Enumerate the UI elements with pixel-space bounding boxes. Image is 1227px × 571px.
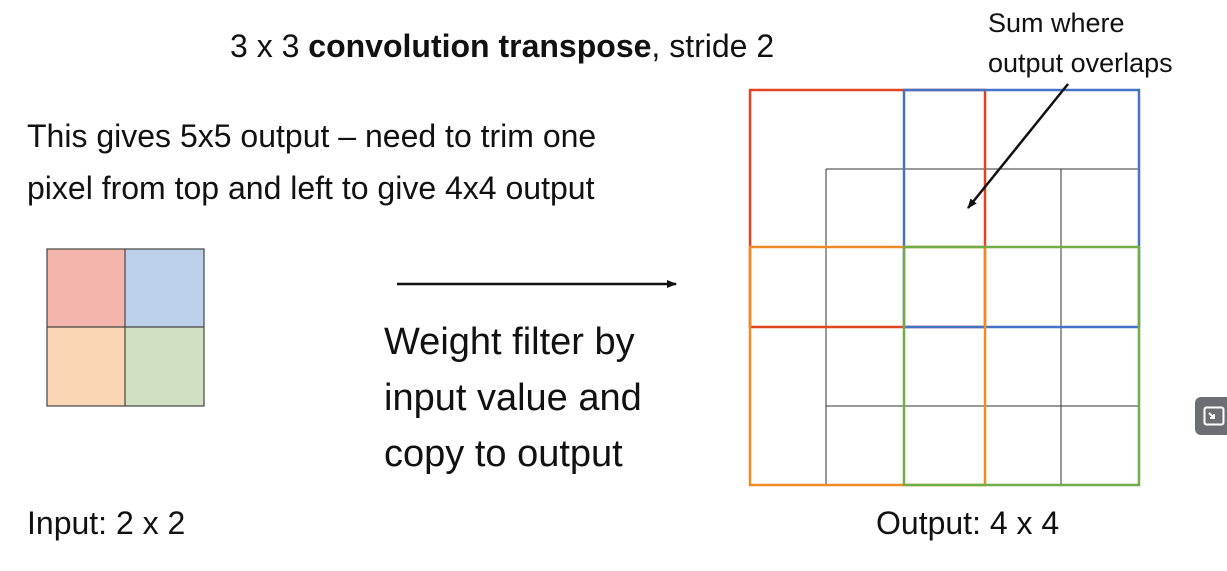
process-text: Weight filter by input value and copy to… bbox=[384, 314, 642, 482]
callout-arrow bbox=[967, 83, 1069, 209]
output-label: Output: 4 x 4 bbox=[876, 505, 1060, 541]
title-suffix: , stride 2 bbox=[651, 28, 775, 64]
filter-footprint-red bbox=[748, 88, 987, 329]
process-text-line-1: Weight filter by bbox=[384, 321, 635, 363]
input-cell-red bbox=[47, 249, 125, 327]
trim-note-line-1: This gives 5x5 output – need to trim one bbox=[27, 118, 597, 154]
callout-line-1: Sum where bbox=[988, 8, 1125, 38]
callout-line-2: output overlaps bbox=[988, 48, 1173, 78]
process-text-line-2: input value and bbox=[384, 377, 642, 419]
filter-footprints bbox=[748, 88, 1141, 487]
input-grid bbox=[46, 248, 205, 407]
picture-in-picture-button[interactable] bbox=[1195, 397, 1227, 435]
input-label: Input: 2 x 2 bbox=[27, 505, 186, 541]
input-cell-green bbox=[125, 327, 204, 406]
filter-footprint-blue bbox=[902, 88, 1141, 329]
trim-note: This gives 5x5 output – need to trim one… bbox=[27, 110, 596, 214]
input-cell-orange bbox=[47, 327, 125, 406]
title-prefix: 3 x 3 bbox=[230, 28, 309, 64]
filter-footprint-green bbox=[902, 245, 1141, 487]
process-text-line-3: copy to output bbox=[384, 433, 623, 475]
input-cell-blue bbox=[125, 249, 204, 327]
trim-note-line-2: pixel from top and left to give 4x4 outp… bbox=[27, 170, 595, 206]
slide-title: 3 x 3 convolution transpose, stride 2 bbox=[230, 28, 774, 65]
title-bold: convolution transpose bbox=[308, 28, 652, 64]
overlap-callout: Sum where output overlaps bbox=[988, 3, 1173, 83]
filter-footprint-orange bbox=[748, 245, 987, 487]
picture-in-picture-icon bbox=[1203, 406, 1225, 426]
